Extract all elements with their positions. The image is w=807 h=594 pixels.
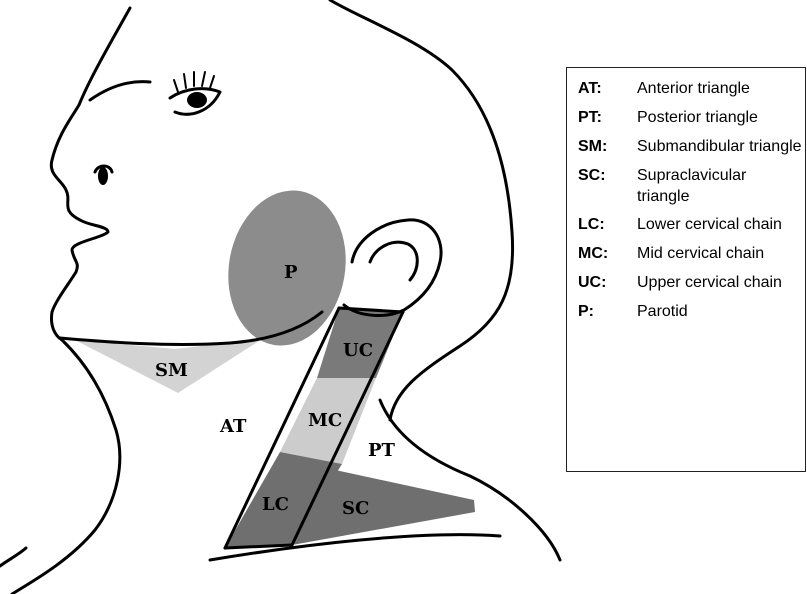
legend-abbr: LC: <box>578 214 637 236</box>
legend-abbr: UC: <box>578 272 637 294</box>
legend-item: LC: Lower cervical chain <box>578 214 805 236</box>
ear-inner-line <box>370 242 417 280</box>
legend-abbr: PT: <box>578 107 637 129</box>
face-profile-line <box>51 8 130 340</box>
nostril <box>98 167 108 185</box>
eye-pupil <box>187 92 207 108</box>
legend-text: Submandibular triangle <box>637 136 802 157</box>
legend-abbr: MC: <box>578 243 637 265</box>
legend-abbr: P: <box>578 301 637 323</box>
eyebrow-line <box>90 82 150 100</box>
legend-text: Upper cervical chain <box>637 272 802 293</box>
legend-item: SM: Submandibular triangle <box>578 136 805 158</box>
legend-item: AT: Anterior triangle <box>578 78 805 100</box>
ear-outline <box>344 220 441 316</box>
legend-item: MC: Mid cervical chain <box>578 243 805 265</box>
shoulder-left-line <box>0 548 26 566</box>
label-posterior-triangle: PT <box>368 440 396 461</box>
label-upper-cervical: UC <box>343 340 373 361</box>
legend-text: Lower cervical chain <box>637 214 802 235</box>
legend-text: Posterior triangle <box>637 107 802 128</box>
legend-item: SC: Supraclavicular triangle <box>578 165 805 207</box>
legend-text: Anterior triangle <box>637 78 802 99</box>
label-anterior-triangle: AT <box>219 416 247 437</box>
legend-box: AT: Anterior triangle PT: Posterior tria… <box>566 67 806 472</box>
legend-text: Mid cervical chain <box>637 243 802 264</box>
legend-abbr: SC: <box>578 165 637 187</box>
throat-line <box>12 340 120 594</box>
label-mid-cervical: MC <box>308 410 342 431</box>
label-parotid: P <box>284 262 298 283</box>
legend-text: Parotid <box>637 301 802 322</box>
legend-item: UC: Upper cervical chain <box>578 272 805 294</box>
label-submandibular: SM <box>155 360 188 381</box>
label-lower-cervical: LC <box>262 494 289 515</box>
legend-text: Supraclavicular triangle <box>637 165 802 207</box>
legend-abbr: SM: <box>578 136 637 158</box>
label-supraclavicular: SC <box>342 498 369 519</box>
legend-item: PT: Posterior triangle <box>578 107 805 129</box>
legend-abbr: AT: <box>578 78 637 100</box>
legend-item: P: Parotid <box>578 301 805 323</box>
